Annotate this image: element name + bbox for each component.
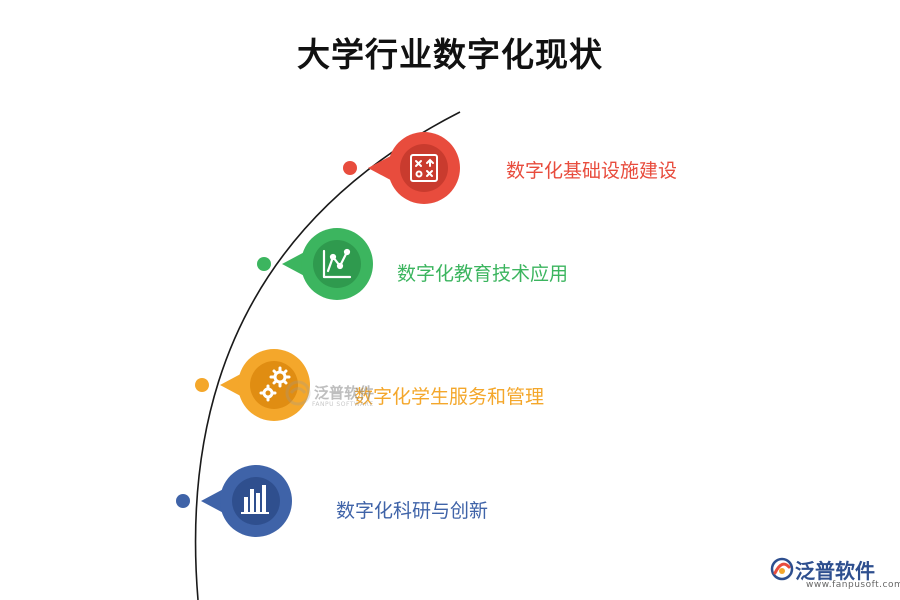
timeline-item-4 — [176, 465, 292, 537]
item-label-2: 数字化教育技术应用 — [397, 263, 569, 285]
watermark-logo-icon — [285, 380, 311, 406]
brand-url: www.fanpusoft.com — [806, 580, 900, 590]
item-label-3: 数字化学生服务和管理 — [354, 386, 545, 408]
watermark-text: 泛普软件 — [314, 384, 375, 402]
timeline-arc — [194, 111, 461, 600]
timeline-dot — [176, 494, 190, 508]
timeline-item-3 — [195, 349, 310, 421]
timeline-dot — [343, 161, 357, 175]
page-title: 大学行业数字化现状 — [297, 35, 603, 74]
strategy-board-icon — [410, 154, 438, 182]
timeline-dot — [195, 378, 209, 392]
timeline-dot — [257, 257, 271, 271]
brand-logo-icon — [770, 557, 794, 581]
brand-name: 泛普软件 — [795, 559, 875, 583]
item-label-4: 数字化科研与创新 — [336, 500, 489, 522]
watermark-subtext: FANPU SOFTWARE — [312, 401, 374, 408]
pin-inner-circle — [400, 144, 448, 192]
brand-logo: 泛普软件 www.fanpusoft.com — [770, 555, 900, 595]
gears-icon — [259, 366, 291, 402]
bar-chart-icon — [241, 485, 269, 514]
line-chart-icon — [322, 248, 352, 279]
timeline-item-2 — [257, 228, 373, 300]
pin-inner-circle — [313, 240, 361, 288]
timeline-item-1 — [343, 132, 460, 204]
item-label-1: 数字化基础设施建设 — [506, 160, 678, 182]
